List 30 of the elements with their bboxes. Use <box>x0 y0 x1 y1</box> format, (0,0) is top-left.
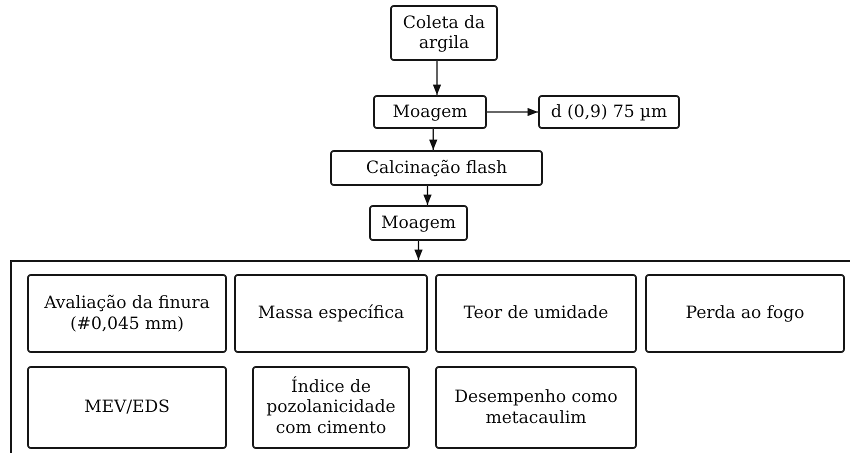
process-box <box>390 5 498 61</box>
box-label: d (0,9) 75 µm <box>550 102 668 122</box>
box-label: Avaliação da finura (#0,045 mm) <box>43 293 211 334</box>
process-box <box>645 274 845 353</box>
process-box <box>27 366 227 449</box>
box-label: Índice de pozolanicidade com cimento <box>265 376 397 438</box>
process-box <box>435 274 637 353</box>
arrow <box>487 108 538 116</box>
box-label: Desempenho como metacaulim <box>453 387 619 428</box>
process-box <box>373 95 487 129</box>
box-label: Massa específica <box>258 303 404 324</box>
process-box <box>369 205 468 241</box>
process-box <box>27 274 227 353</box>
box-label: Coleta da argila <box>402 12 486 54</box>
arrow <box>432 61 442 95</box>
process-box <box>538 95 680 129</box>
box-label: Moagem <box>392 102 468 122</box>
box-label: MEV/EDS <box>84 397 170 418</box>
box-label: Moagem <box>381 212 456 234</box>
group-frame <box>10 260 850 453</box>
process-box <box>330 150 543 186</box>
process-box <box>435 366 637 449</box>
arrow <box>414 241 423 260</box>
box-label: Teor de umidade <box>464 303 608 324</box>
arrow <box>429 129 438 150</box>
arrow <box>423 186 432 205</box>
process-box <box>234 274 428 353</box>
box-label: Calcinação flash <box>366 158 508 178</box>
process-box <box>252 366 410 449</box>
box-label: Perda ao fogo <box>686 303 804 324</box>
